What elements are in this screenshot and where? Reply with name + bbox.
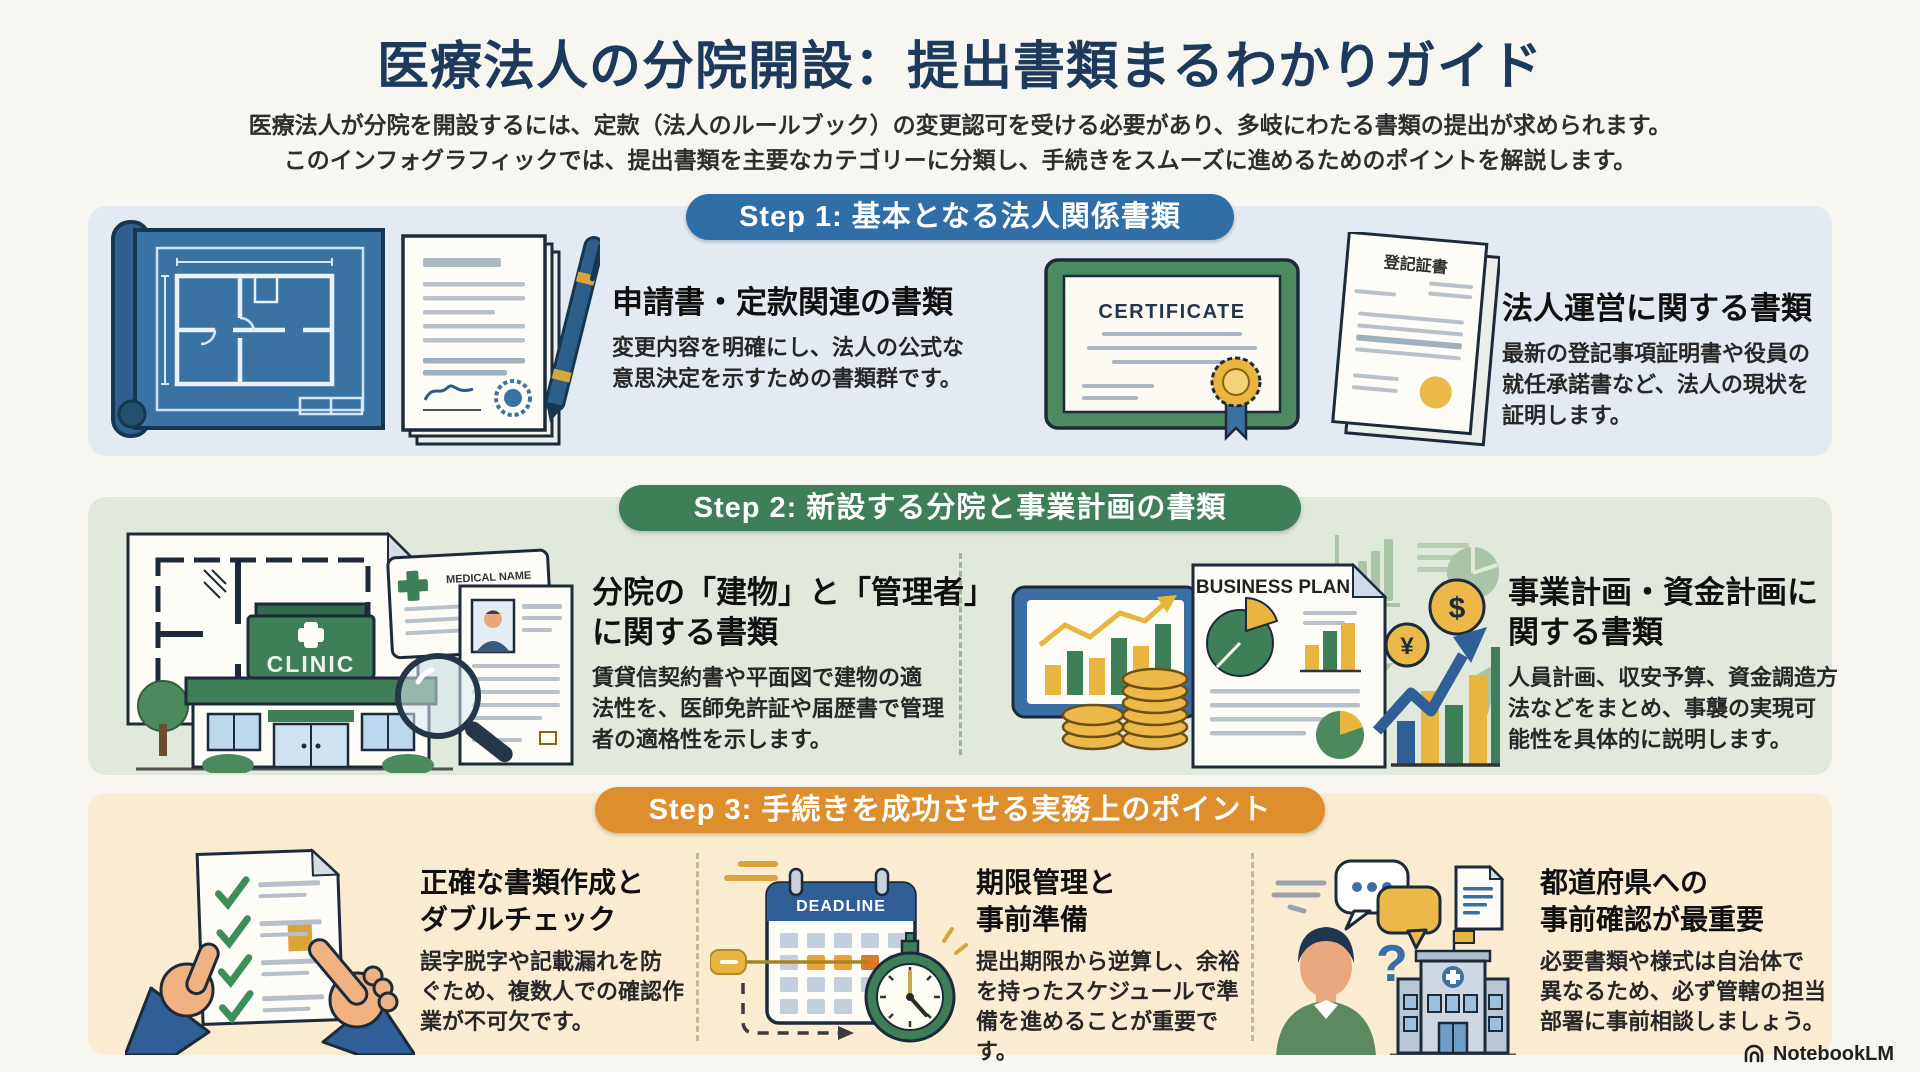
step2-left-body-line3: 者の適格性を示します。: [592, 727, 832, 752]
step2-left-text: 分院の「建物」と「管理者」 に関する書類 賃貸信契約書や平面図で建物の適 法性を…: [592, 573, 995, 755]
growth-chart: [1372, 627, 1500, 767]
step1-right-body-line2: 就任承諾書など、法人の現状を: [1502, 372, 1809, 397]
business-plan-document: BUSINESS PLAN: [1191, 562, 1388, 769]
floor-plan-lines: [174, 273, 335, 387]
speech-bubble-yellow: [1376, 885, 1442, 950]
step2-left-heading-line1: 分院の「建物」と「管理者」: [592, 575, 995, 610]
clinic-building: CLINIC: [136, 602, 453, 773]
checkmarks: [215, 876, 254, 1024]
step3-col2-heading-line2: 事前準備: [976, 904, 1089, 935]
blueprint-and-contract-icon: [105, 218, 600, 450]
deadline-calendar-icon: DEADLINE: [710, 845, 968, 1053]
step1-left-heading: 申請書・定款関連の書類: [612, 285, 953, 320]
step3-col2-body-line3: 備を進めることが重要です。: [976, 1009, 1219, 1064]
sticky-note: [287, 922, 313, 952]
step3-col1-body-line2: ぐため、複数人での確認作: [420, 979, 685, 1004]
step3-col3-heading-line1: 都道府県への: [1540, 867, 1709, 898]
government-building: [1390, 930, 1516, 1055]
step3-col2-body-line2: を持ったスケジュールで準: [976, 979, 1239, 1004]
checklist-paper: [195, 848, 345, 1026]
step2-right-body-line2: 法などをまとめ、事襲の実現可: [1508, 696, 1817, 721]
business-plan-label: BUSINESS PLAN: [1196, 577, 1350, 598]
step1-right-body-line3: 証明します。: [1502, 403, 1632, 428]
step1-badge: Step 1: 基本となる法人関係書類: [686, 194, 1234, 240]
step3-col2-heading-line1: 期限管理と: [976, 867, 1117, 898]
registry-document: 登記証書: [1331, 232, 1500, 447]
step1-left-body-line1: 変更内容を明確にし、法人の公式な: [612, 335, 965, 360]
step3-divider-2: [1251, 853, 1254, 1041]
step3-col1-body-line3: 業が不可欠です。: [420, 1009, 594, 1034]
dashed-path: [741, 983, 838, 1035]
notebooklm-logo-icon: [1744, 1044, 1764, 1063]
subtitle-line2: このインフォグラフィックでは、提出書類を主要なカテゴリーに分類し、手続きをスムー…: [283, 147, 1637, 173]
brand-footer: NotebookLM: [1742, 1042, 1894, 1066]
dollar-symbol: $: [1449, 592, 1466, 625]
checklist-hands-icon: [125, 840, 415, 1055]
gold-seal: [1419, 376, 1452, 409]
step2-left-body-line2: 法性を、医師免許証や届歴書で管理: [592, 696, 945, 721]
step1-right-body-line1: 最新の登記事項証明書や役員の: [1502, 341, 1811, 366]
dollar-coin: [1428, 578, 1486, 636]
yen-coin: [1384, 622, 1430, 668]
step3-col2-text: 期限管理と 事前準備 提出期限から逆算し、余裕 を持ったスケジュールで準 備を進…: [976, 864, 1256, 1067]
page-title: 医療法人の分院開設：提出書類まるわかりガイド: [376, 38, 1543, 96]
step3-col3-text: 都道府県への 事前確認が最重要 必要書類や様式は自治体で 異なるため、必ず管轄の…: [1540, 864, 1846, 1037]
step2-right-heading-line2: 関する書類: [1508, 615, 1663, 650]
step3-col1-heading-line1: 正確な書類作成と: [420, 867, 645, 898]
step1-left-body-line2: 意思決定を示すための書類群です。: [612, 366, 962, 391]
magnifier-icon: [395, 653, 513, 763]
step1-left-text: 申請書・定款関連の書類 変更内容を明確にし、法人の公式な 意思決定を示すための書…: [612, 283, 992, 394]
deadline-label: DEADLINE: [796, 898, 886, 915]
consultation-icon: ?: [1258, 845, 1538, 1055]
step3-col1-text: 正確な書類作成と ダブルチェック 誤字脱字や記載漏れを防 ぐため、複数人での確認…: [420, 864, 700, 1037]
step3-badge: Step 3: 手続きを成功させる実務上のポイント: [595, 787, 1325, 833]
coin-stacks: [1061, 667, 1189, 751]
business-plan-icon: BUSINESS PLAN: [1005, 525, 1500, 773]
tree: [137, 680, 189, 732]
step2-divider: [959, 553, 962, 755]
speed-lines: [1271, 880, 1327, 914]
calendar-grid: [780, 933, 906, 1014]
step3-col3-body-line3: 部署に事前相談しましょう。: [1540, 1009, 1825, 1034]
right-hand-pointing: [308, 938, 415, 1055]
certificate: CERTIFICATE: [1044, 258, 1300, 442]
stopwatch: [864, 927, 968, 1043]
step2-right-text: 事業計画・資金計画に 関する書類 人員計画、収安予算、資金調造方 法などをまとめ…: [1508, 573, 1844, 755]
left-hand: [125, 942, 220, 1055]
step1-right-text: 法人運営に関する書類 最新の登記事項証明書や役員の 就任承諾書など、法人の現状を…: [1502, 289, 1838, 431]
step3-divider-1: [696, 853, 699, 1041]
step2-right-body-line3: 能性を具体的に説明します。: [1508, 727, 1792, 752]
note-document: [1454, 864, 1505, 931]
step3-col3-body-line1: 必要書類や様式は自治体で: [1540, 949, 1805, 974]
step3-col3-heading-line2: 事前確認が最重要: [1540, 904, 1765, 935]
certificate-label: CERTIFICATE: [1098, 301, 1245, 323]
pen-icon: [544, 236, 600, 423]
dimension-lines: [161, 258, 333, 385]
step2-left-heading-line2: に関する書類: [592, 615, 778, 650]
step3-col1-heading-line2: ダブルチェック: [420, 904, 617, 935]
step2-right-body-line1: 人員計画、収安予算、資金調造方: [1508, 665, 1839, 690]
rising-arrow: [1372, 652, 1468, 735]
subtitle-line1: 医療法人が分院を開設するには、定款（法人のルールブック）の変更認可を受ける必要が…: [248, 112, 1672, 138]
clinic-building-icon: MEDICAL NAME CLINIC: [108, 523, 576, 773]
signature: [423, 384, 474, 401]
medical-card-label: MEDICAL NAME: [446, 570, 532, 586]
clinic-sign-label: CLINIC: [267, 651, 356, 677]
step3-col2-body-line1: 提出期限から逆算し、余裕: [976, 949, 1241, 974]
dart-arrow: [710, 949, 868, 975]
person: [1276, 927, 1376, 1055]
certificate-and-registry-icon: 登記証書 CERTIFICATE: [1040, 232, 1500, 452]
trend-arrow: [1038, 601, 1167, 647]
step3-col3-body-line2: 異なるため、必ず管轄の担当: [1540, 979, 1827, 1004]
brand-label: NotebookLM: [1772, 1042, 1894, 1065]
step2-badge: Step 2: 新設する分院と事業計画の書類: [619, 485, 1301, 531]
yen-symbol: ¥: [1400, 633, 1414, 660]
step2-left-body-line1: 賃貸信契約書や平面図で建物の適: [592, 665, 923, 690]
contract-document: [401, 234, 561, 446]
step1-right-heading: 法人運営に関する書類: [1502, 291, 1812, 326]
step3-col1-body-line1: 誤字脱字や記載漏れを防: [420, 949, 663, 974]
step2-right-heading-line1: 事業計画・資金計画に: [1508, 575, 1818, 610]
